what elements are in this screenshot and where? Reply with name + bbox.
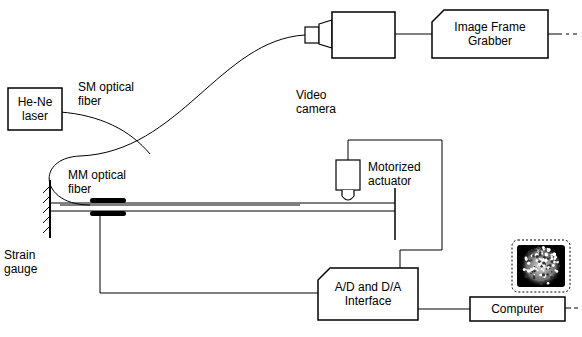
actuator-wire: [348, 140, 442, 268]
part-label: Video camera: [296, 88, 346, 116]
gauge-wire: [100, 216, 318, 293]
part-label: SM optical fiber: [78, 80, 142, 108]
box-label: A/D and D/A Interface: [329, 280, 407, 308]
camera-lens: [305, 27, 319, 43]
strain-gauge: [90, 211, 126, 216]
monitor-screen: [517, 245, 565, 287]
part-label: Strain gauge: [4, 248, 50, 276]
wall: [49, 180, 51, 238]
fiber-on-beam: [60, 205, 300, 206]
box-label: Image Frame Grabber: [448, 20, 532, 48]
sm-fiber: [60, 112, 150, 154]
part-label: Motorized actuator: [368, 160, 434, 188]
part-label: MM optical fiber: [68, 168, 134, 196]
wall-hatch: [43, 186, 50, 233]
process-box: Computer: [470, 297, 565, 321]
process-box: A/D and D/A Interface: [318, 268, 418, 320]
camera-lens: [319, 20, 332, 48]
monitor: [512, 240, 570, 292]
connector: [418, 309, 470, 310]
actuator-body: [336, 160, 360, 190]
signal-line: [548, 34, 577, 35]
signal-line: [565, 308, 578, 309]
beam-end: [394, 188, 396, 240]
box-label: Computer: [491, 302, 544, 316]
process-box: He-Ne laser: [8, 88, 62, 130]
camera-cable: [395, 34, 432, 35]
speckle-image: [520, 245, 562, 287]
process-box: Image Frame Grabber: [432, 10, 548, 58]
camera-body: [332, 12, 395, 58]
strain-gauge: [90, 198, 126, 203]
actuator-tip: [342, 190, 354, 200]
box-label: He-Ne laser: [13, 95, 57, 123]
mm-fiber: [49, 35, 305, 205]
